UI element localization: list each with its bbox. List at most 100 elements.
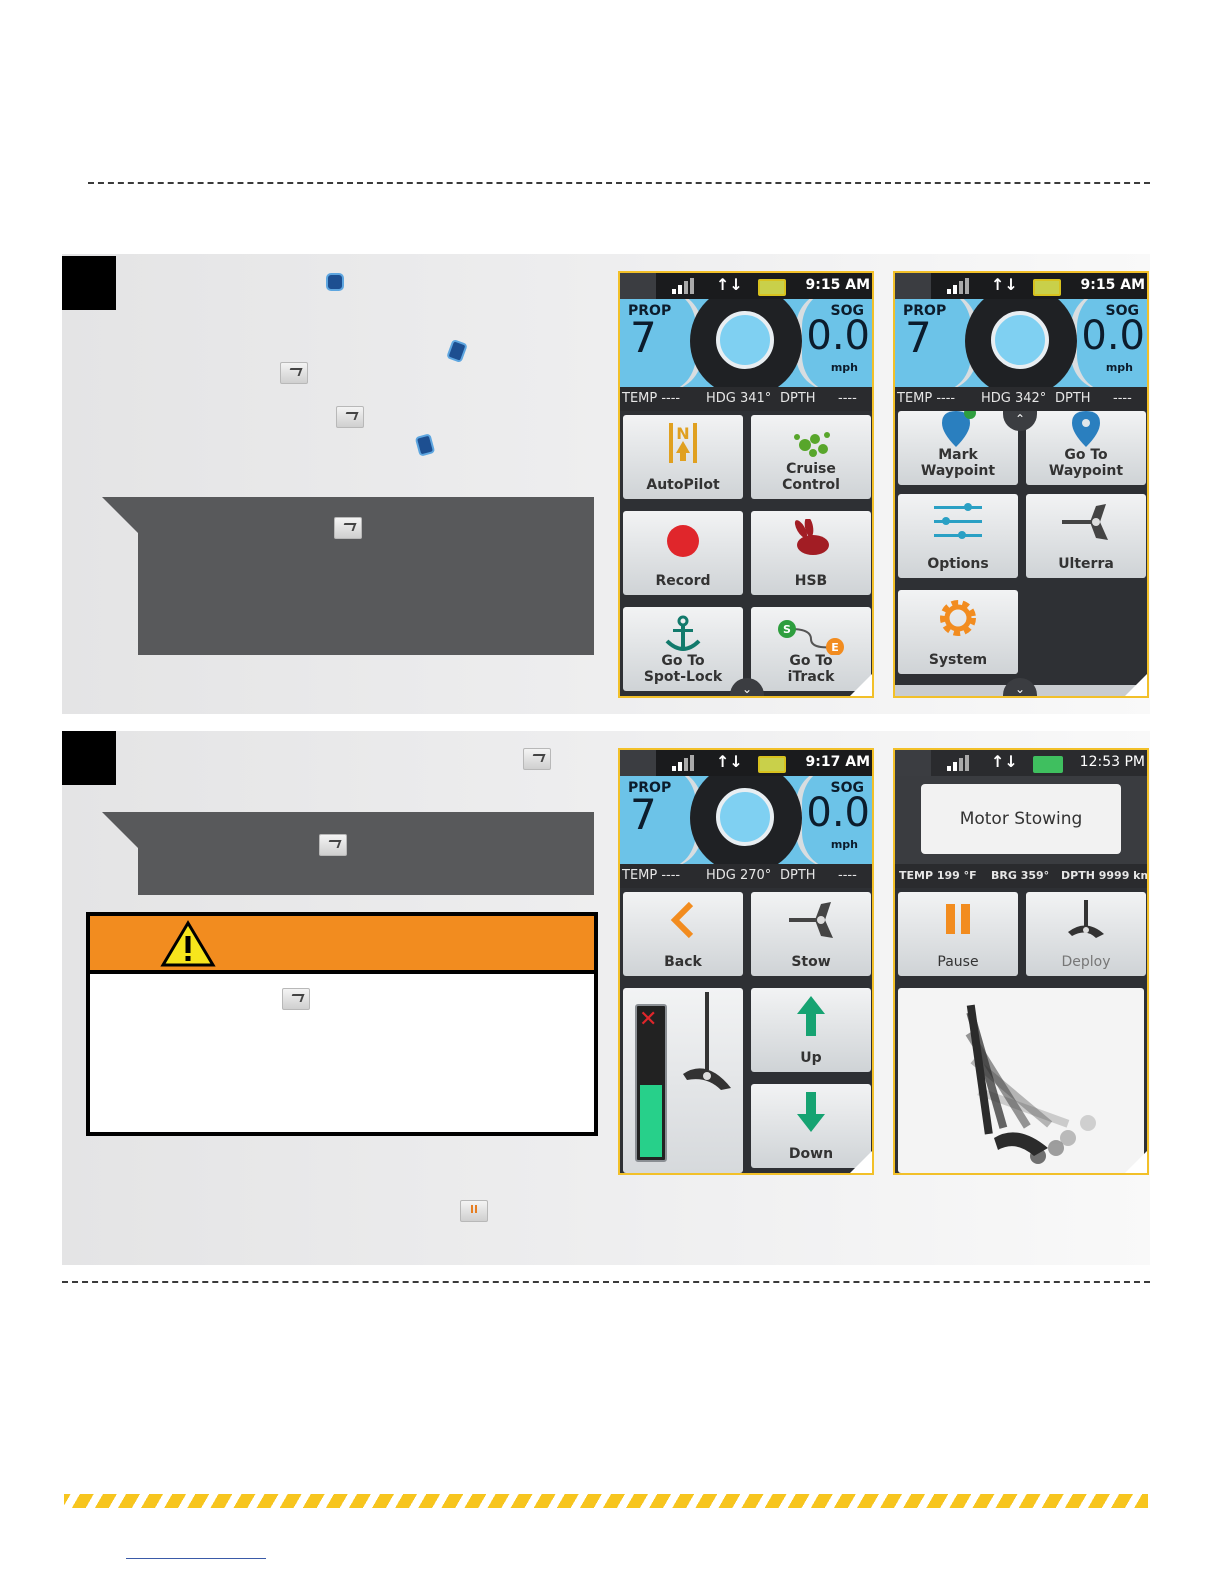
clock: 9:15 AM — [805, 277, 870, 293]
screen-home-page-2: ↑↓ 9:15 AM PROP 7 SOG 0.0 mph TEMP ---- … — [893, 271, 1149, 698]
signal-icon — [947, 755, 975, 771]
connection-arrows-icon: ↑↓ — [991, 752, 1018, 771]
record-label: Record — [655, 573, 711, 589]
screen-ulterra-control: ↑↓ 9:17 AM PROP 7 SOG 0.0 mph TEMP ---- … — [618, 748, 874, 1175]
note-notch — [102, 497, 138, 533]
bearing-readout: BRG 359° — [991, 869, 1050, 882]
gauge-cluster: PROP 7 SOG 0.0 mph — [620, 299, 872, 387]
map-pin-icon — [1072, 411, 1100, 447]
info-bar: TEMP ---- HDG 270° DPTH ---- — [620, 864, 872, 888]
up-arrow-icon — [797, 996, 825, 1036]
deploy-label: Deploy — [1061, 954, 1111, 970]
battery-icon — [758, 279, 786, 296]
scroll-up-chevron-icon[interactable]: ⌃ — [1003, 411, 1037, 431]
cruise-control-tile[interactable]: Cruise Control — [751, 415, 871, 499]
gauge-cluster: PROP 7 SOG 0.0 mph — [620, 776, 872, 864]
motor-stowing-popup: Motor Stowing — [921, 784, 1121, 854]
caution-stripe — [64, 1494, 1148, 1508]
depth-readout: DPTH 9999 km — [1061, 869, 1147, 882]
steering-indicator — [716, 788, 774, 846]
gauge-cluster: PROP 7 SOG 0.0 mph — [895, 299, 1147, 387]
ulterra-inline-icon — [282, 988, 310, 1010]
record-tile[interactable]: Record — [623, 511, 743, 595]
svg-text:S: S — [783, 623, 791, 636]
footer-underline — [126, 1558, 266, 1559]
anchor-icon — [665, 615, 701, 651]
sog-label: SOG — [1105, 303, 1139, 319]
hsb-tile[interactable]: HSB — [751, 511, 871, 595]
autopilot-tile[interactable]: N AutoPilot — [623, 415, 743, 499]
motor-position-panel: ✕ — [623, 988, 743, 1173]
stow-label: Stow — [791, 954, 831, 970]
motor-position-icon — [683, 992, 731, 1090]
mark-waypoint-label: Mark Waypoint — [920, 447, 996, 479]
back-tile[interactable]: Back — [623, 892, 743, 976]
info-bar: TEMP 199 °F BRG 359° DPTH 9999 km — [895, 864, 1147, 888]
top-dashed-divider — [88, 182, 1150, 184]
bottom-dashed-divider — [62, 1281, 1150, 1283]
svg-text:N: N — [676, 424, 689, 443]
cruise-control-icon — [794, 432, 830, 457]
ulterra-inline-icon — [280, 362, 308, 384]
steering-indicator — [716, 311, 774, 369]
signal-icon — [672, 278, 700, 294]
temp-readout: TEMP 199 °F — [899, 869, 977, 882]
scroll-down-chevron-icon[interactable]: ⌄ — [1003, 678, 1037, 696]
status-bar: ↑↓ 9:15 AM — [895, 273, 1147, 299]
clock: 9:17 AM — [805, 754, 870, 770]
connection-arrows-icon: ↑↓ — [991, 275, 1018, 294]
down-arrow-icon — [797, 1092, 825, 1132]
pause-label: Pause — [937, 954, 979, 970]
system-label: System — [928, 652, 988, 668]
ulterra-tile[interactable]: Ulterra — [1026, 494, 1146, 578]
sliders-icon — [934, 503, 982, 539]
autopilot-icon: N — [669, 423, 697, 463]
ulterra-inline-icon — [319, 834, 347, 856]
depth-readout: ---- — [838, 391, 857, 406]
rabbit-icon — [794, 519, 829, 555]
trim-gauge: ✕ — [635, 1004, 667, 1162]
signal-icon — [947, 278, 975, 294]
sog-label: SOG — [830, 780, 864, 796]
prop-value: 7 — [905, 313, 932, 362]
pause-inline-icon — [460, 1200, 488, 1222]
itrack-icon: SE — [778, 620, 844, 655]
mark-waypoint-tile[interactable]: Mark Waypoint — [898, 411, 1018, 485]
temp-readout: TEMP ---- — [622, 868, 681, 883]
ulterra-motor-icon — [1062, 504, 1108, 540]
status-bar: ↑↓ 9:17 AM — [620, 750, 872, 776]
depth-readout: ---- — [1113, 391, 1132, 406]
system-tile[interactable]: System — [898, 590, 1018, 674]
warning-box — [86, 912, 598, 1136]
depth-label: DPTH — [1055, 391, 1091, 406]
heading-readout: HDG 342° — [981, 391, 1047, 406]
stow-tile[interactable]: Stow — [751, 892, 871, 976]
gear-icon — [940, 600, 976, 636]
deploy-tile[interactable]: Deploy — [1026, 892, 1146, 976]
prop-label: PROP — [628, 780, 672, 796]
info-bar: TEMP ---- HDG 341° DPTH ---- — [620, 387, 872, 411]
battery-icon — [1033, 279, 1061, 296]
info-bar: TEMP ---- HDG 342° DPTH ---- — [895, 387, 1147, 411]
note-box — [138, 497, 594, 655]
spot-lock-tile[interactable]: Go To Spot-Lock — [623, 607, 743, 691]
clock: 12:53 PM — [1079, 754, 1145, 770]
hsb-label: HSB — [794, 573, 828, 589]
ulterra-label: Ulterra — [1058, 556, 1114, 572]
go-to-waypoint-label: Go To Waypoint — [1048, 447, 1124, 479]
clock: 9:15 AM — [1080, 277, 1145, 293]
sog-unit: mph — [830, 838, 858, 851]
step-2-marker — [62, 731, 116, 785]
options-tile[interactable]: Options — [898, 494, 1018, 578]
up-tile[interactable]: Up — [751, 988, 871, 1072]
itrack-label: Go To iTrack — [787, 653, 835, 685]
go-to-waypoint-tile[interactable]: Go To Waypoint — [1026, 411, 1146, 485]
cruise-control-label: Cruise Control — [782, 461, 840, 493]
scroll-down-chevron-icon[interactable]: ⌄ — [730, 678, 764, 696]
back-label: Back — [664, 954, 702, 970]
pause-tile[interactable]: Pause — [898, 892, 1018, 976]
down-label: Down — [788, 1146, 834, 1162]
motor-stow-sequence-icon — [965, 1004, 1096, 1164]
ulterra-inline-icon — [334, 517, 362, 539]
ulterra-inline-icon — [336, 406, 364, 428]
